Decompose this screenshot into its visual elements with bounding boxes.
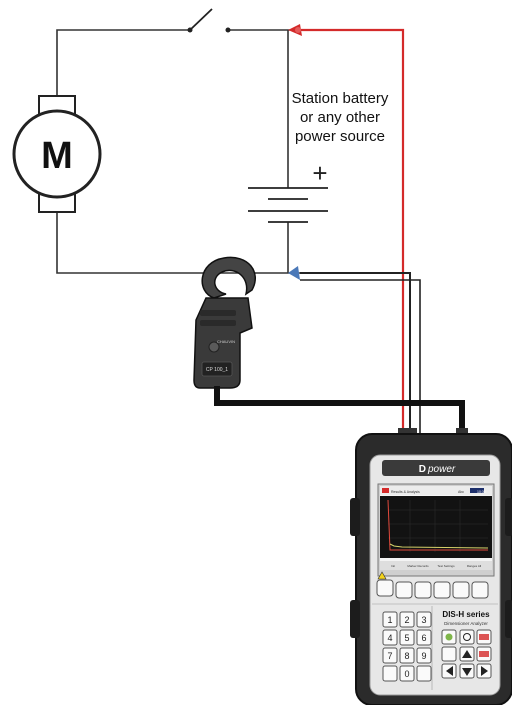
keypad-key-label: 6 — [421, 633, 426, 643]
switch-icon — [187, 8, 231, 33]
device-brand-suffix: power — [427, 464, 456, 475]
clamp-model: CP 100_1 — [206, 367, 228, 373]
motor-label: M — [41, 135, 73, 177]
keypad-key-label: 8 — [404, 651, 409, 661]
keypad-key — [399, 611, 415, 628]
keypad-key-label: 1 — [387, 615, 392, 625]
softkey-labels: Init Marker Records Test Settings Ranges… — [391, 564, 482, 568]
clamp-cable — [214, 386, 465, 438]
black-test-lead — [288, 266, 421, 438]
keypad-key — [399, 647, 415, 664]
screen-tag-1: Abc — [458, 490, 464, 494]
series-subtitle: Dimensioner Analyzer — [444, 621, 488, 626]
positive-sign: + — [312, 158, 327, 188]
softkey-label: Ranges All — [467, 564, 482, 568]
keypad-key-label: 3 — [421, 615, 426, 625]
softkey-label: Marker Records — [407, 564, 429, 568]
keypad-key-label: 9 — [421, 651, 426, 661]
softkey-label: Init — [391, 564, 395, 568]
source-label-line2: or any other — [300, 109, 380, 126]
keypad-key — [399, 665, 415, 682]
keypad-key — [416, 665, 432, 682]
screen-tag-2: 10:30 — [477, 490, 486, 494]
wire-bottom — [56, 212, 300, 274]
keypad-key — [416, 629, 432, 646]
device-brand-prefix: D — [419, 464, 426, 475]
screen-title: Results & Analysis — [391, 490, 420, 494]
warning-icon — [377, 571, 387, 580]
keypad-key-label: 0 — [404, 669, 409, 679]
keypad-key — [382, 629, 398, 646]
clamp-brand: CHAUVIN — [217, 339, 235, 344]
motor-icon — [12, 95, 102, 213]
keypad-key — [382, 611, 398, 628]
keypad-key-label: 7 — [387, 651, 392, 661]
wire-top-left — [56, 29, 190, 96]
keypad-key-label: 2 — [404, 615, 409, 625]
clamp-meter-icon — [193, 256, 257, 389]
keypad-key — [416, 647, 432, 664]
softkey-label: Test Settings — [437, 564, 455, 568]
keypad-key-label: 5 — [404, 633, 409, 643]
keypad-key — [382, 665, 398, 682]
source-label-line1: Station battery — [292, 90, 389, 107]
keypad-key — [382, 647, 398, 664]
battery-icon — [248, 187, 328, 223]
source-label-line3: power source — [295, 128, 385, 145]
keypad-key — [416, 611, 432, 628]
series-title: DIS-H series — [442, 610, 490, 619]
keypad-key-label: 4 — [387, 633, 392, 643]
numeric-keypad: 1 2 3 4 5 6 7 8 9 0 — [382, 611, 432, 682]
red-test-lead — [288, 24, 405, 438]
keypad-key — [399, 629, 415, 646]
